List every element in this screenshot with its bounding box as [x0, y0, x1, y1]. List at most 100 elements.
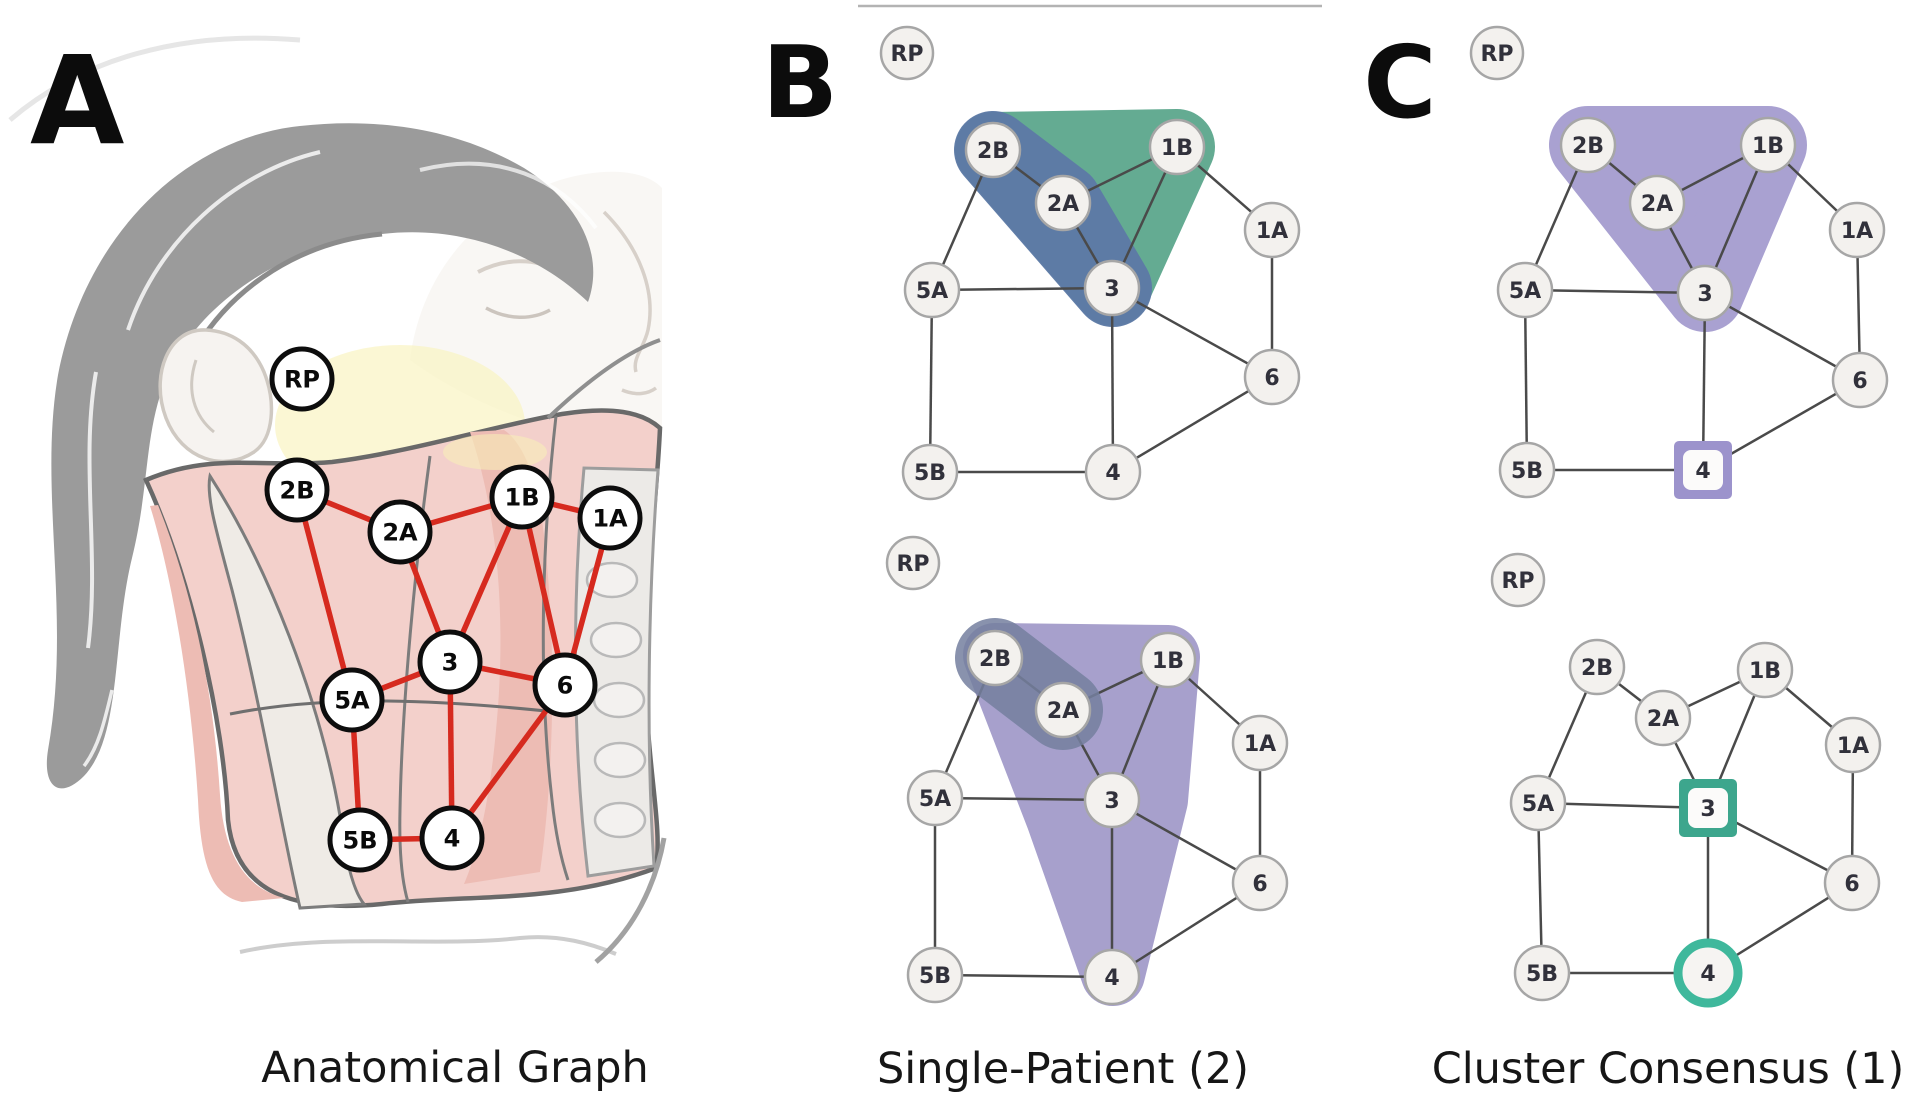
node-label-4: 4 — [444, 825, 461, 853]
node-circle — [1083, 948, 1141, 1006]
edge-3-6 — [1704, 291, 1861, 382]
node-circle — [906, 946, 964, 1004]
node-cluster-consensus-graph-2-6: 6 — [1823, 854, 1881, 912]
shoulder-line — [594, 837, 667, 964]
node-anatomical-2B: 2B — [264, 457, 330, 523]
node-label-1A: 1A — [1841, 219, 1873, 244]
node-label-1B: 1B — [1752, 134, 1784, 159]
node-label-5B: 5B — [919, 964, 951, 989]
node-circle — [1739, 116, 1797, 174]
panel-a-letter: A — [30, 30, 124, 172]
sternocleidomastoid-band — [207, 472, 368, 910]
hair-streak — [86, 371, 98, 649]
closed-eye-line — [485, 306, 551, 319]
node-cluster-consensus-graph-1-3: 3 — [1676, 264, 1734, 322]
node-label-2A: 2A — [1647, 707, 1679, 732]
panel-b-caption: Single-Patient (2) — [877, 1044, 1249, 1094]
node-circle — [1831, 351, 1889, 409]
node-circle — [1509, 774, 1567, 832]
node-circle — [1231, 714, 1289, 772]
node-circle — [327, 807, 393, 873]
collar-line — [239, 935, 617, 956]
node-label-2A: 2A — [382, 519, 418, 547]
edge-5A-3 — [934, 796, 1113, 802]
node-circle — [1496, 261, 1554, 319]
node-circle — [1084, 443, 1142, 501]
node-label-3: 3 — [1104, 277, 1119, 302]
node-anatomical-5A: 5A — [319, 667, 385, 733]
node-label-2A: 2A — [1641, 192, 1673, 217]
node-cluster-consensus-graph-1-1A: 1A — [1828, 201, 1886, 259]
node-cluster-consensus-graph-1-5A: 5A — [1496, 261, 1554, 319]
node-circle — [1828, 201, 1886, 259]
node-circle — [264, 457, 330, 523]
node-anatomical-1B: 1B — [489, 464, 555, 530]
node-anatomical-6: 6 — [532, 652, 598, 718]
node-cluster-consensus-graph-1-6: 6 — [1831, 351, 1889, 409]
node-cluster-consensus-graph-1-2B: 2B — [1559, 116, 1617, 174]
node-label-4: 4 — [1700, 962, 1715, 987]
node-circle — [532, 652, 598, 718]
node-label-6: 6 — [1852, 369, 1867, 394]
node-single-patient-graph-2-5B: 5B — [906, 946, 964, 1004]
edge-5A-3 — [931, 286, 1113, 292]
node-circle — [1034, 174, 1092, 232]
node-label-1B: 1B — [1161, 136, 1193, 161]
node-circle — [903, 261, 961, 319]
panel-c-letter: C — [1363, 24, 1436, 141]
node-label-5A: 5A — [916, 279, 948, 304]
edge-3-6 — [1111, 286, 1273, 379]
node-label-6: 6 — [1252, 872, 1267, 897]
node-circle — [1628, 174, 1686, 232]
node-single-patient-graph-2-2A: 2A — [1034, 681, 1092, 739]
node-label-5B: 5B — [1511, 459, 1543, 484]
node-circle — [1559, 116, 1617, 174]
node-single-patient-graph-2-RP: RP — [885, 535, 941, 591]
node-cluster-consensus-graph-2-1A: 1A — [1824, 716, 1882, 774]
yellow-tissue — [443, 434, 547, 470]
edge-5A-5B — [1536, 802, 1544, 974]
node-label-1B: 1B — [1152, 649, 1184, 674]
node-circle — [1634, 689, 1692, 747]
node-anatomical-2A: 2A — [367, 499, 433, 565]
node-label-2B: 2B — [979, 647, 1011, 672]
node-circle — [489, 464, 555, 530]
node-cluster-consensus-graph-2-4: 4 — [1673, 938, 1743, 1008]
node-circle — [1824, 716, 1882, 774]
node-cluster-consensus-graph-1-2A: 2A — [1628, 174, 1686, 232]
node-label-2A: 2A — [1047, 699, 1079, 724]
node-circle — [901, 443, 959, 501]
ear-inner-line — [190, 359, 215, 434]
node-circle — [1676, 264, 1734, 322]
node-circle — [269, 346, 335, 412]
node-single-patient-graph-1-5A: 5A — [903, 261, 961, 319]
node-circle — [1469, 25, 1525, 81]
node-single-patient-graph-2-1A: 1A — [1231, 714, 1289, 772]
hair-streak — [126, 150, 321, 331]
vertebra — [592, 681, 646, 719]
node-single-patient-graph-1-2B: 2B — [964, 121, 1022, 179]
node-label-6: 6 — [1844, 872, 1859, 897]
hair-wisp — [8, 35, 301, 122]
vertebra — [593, 741, 647, 779]
node-label-6: 6 — [557, 672, 574, 700]
lips-line — [621, 386, 658, 396]
node-cluster-consensus-graph-2-5A: 5A — [1509, 774, 1567, 832]
level-divider-line — [229, 699, 557, 716]
edge-5A-3 — [1524, 288, 1706, 295]
square-node-face — [1683, 450, 1723, 490]
node-label-1A: 1A — [1837, 734, 1869, 759]
node-circle — [1034, 681, 1092, 739]
node-label-2B: 2B — [977, 139, 1009, 164]
node-circle — [879, 25, 935, 81]
node-label-RP: RP — [1480, 42, 1513, 67]
panel-a-caption: Anatomical Graph — [261, 1043, 649, 1093]
node-label-5B: 5B — [343, 827, 378, 855]
node-label-4: 4 — [1104, 966, 1119, 991]
node-cluster-consensus-graph-1-1B: 1B — [1739, 116, 1797, 174]
ear-shape — [158, 328, 274, 464]
node-single-patient-graph-1-2A: 2A — [1034, 174, 1092, 232]
node-circle — [1083, 259, 1141, 317]
